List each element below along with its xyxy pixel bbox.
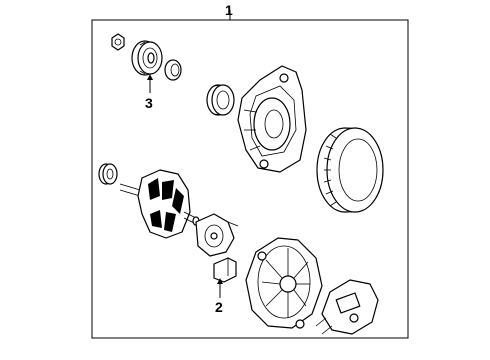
front-housing-icon: [237, 65, 307, 173]
rotor-icon: [119, 169, 200, 239]
callout-3: 3: [145, 95, 153, 111]
regulator-icon: [315, 279, 379, 335]
spacer-ring-icon: [164, 59, 182, 81]
rotor-bearing-icon: [98, 163, 118, 185]
nut-icon: [111, 33, 125, 51]
rectifier-icon: [195, 213, 239, 257]
pulley-icon: [131, 40, 163, 76]
bearing-icon: [206, 84, 235, 116]
callout-2: 2: [215, 299, 223, 315]
brush-holder-icon: [213, 257, 237, 283]
stator-icon: [316, 127, 384, 213]
rear-housing-icon: [245, 237, 323, 329]
assembly-frame: [91, 19, 409, 339]
callout-1: 1: [225, 2, 233, 18]
